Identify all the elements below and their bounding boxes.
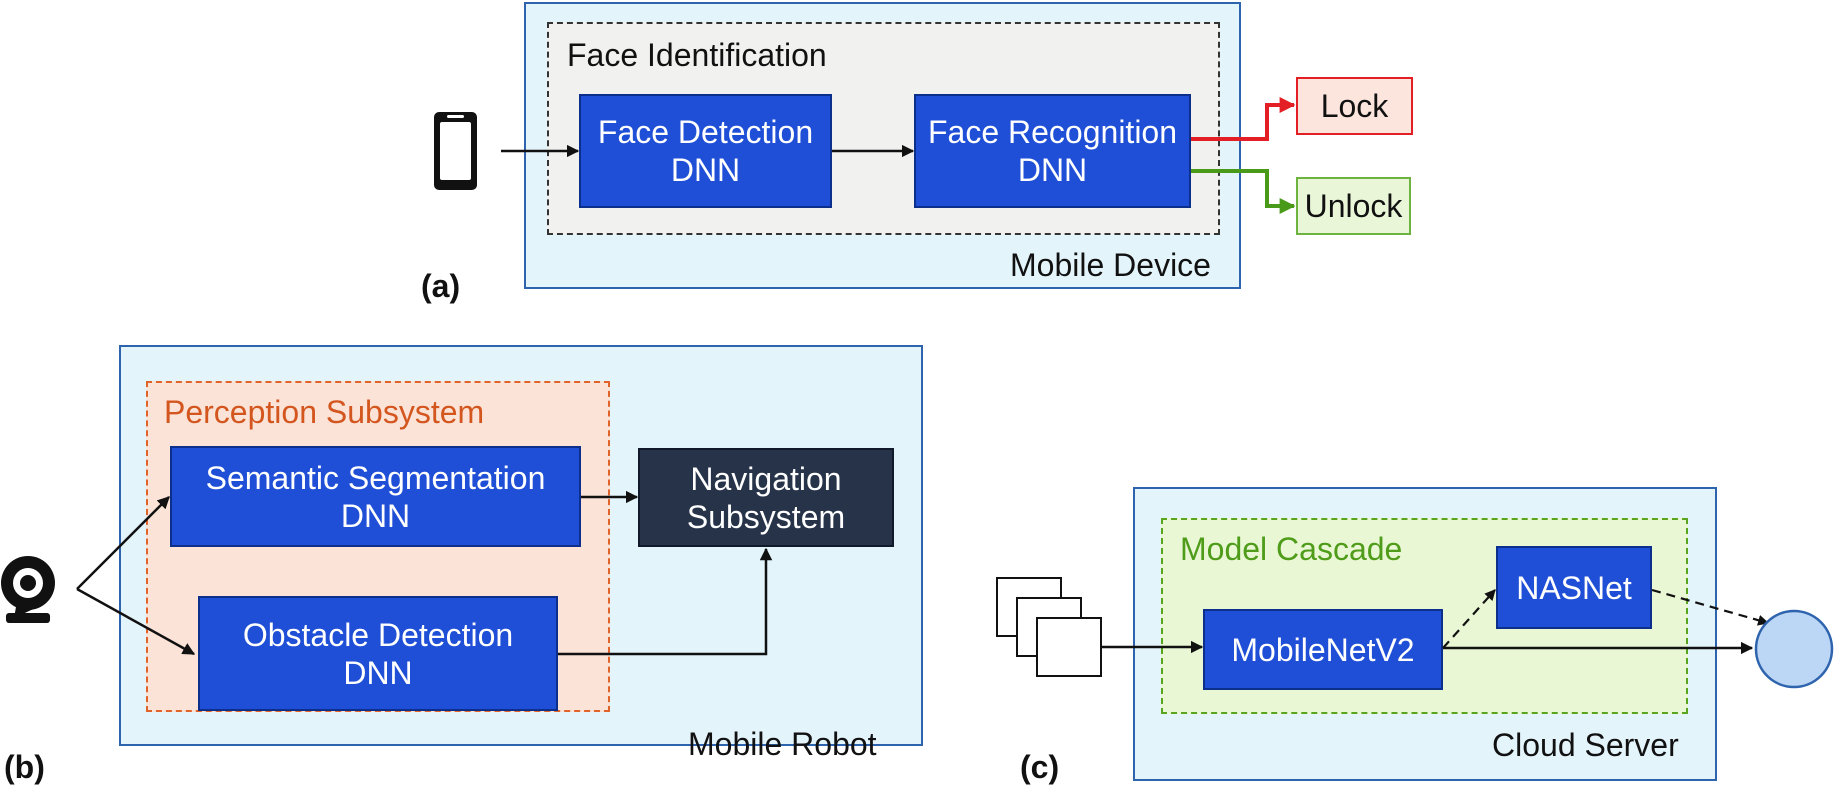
model-cascade-label: Model Cascade [1180, 531, 1403, 567]
mobile-robot-label: Mobile Robot [688, 726, 877, 762]
unlock-output-box: Unlock [1296, 177, 1411, 235]
webcam-to-segmentation-arrow [76, 496, 170, 590]
smartphone-icon [434, 112, 477, 190]
panel-b-caption: (b) [4, 749, 45, 785]
semantic-segmentation-dnn-box: Semantic Segmentation DNN [170, 446, 581, 547]
nasnet-to-output-dashed-arrow [1651, 588, 1770, 626]
face-detection-dnn-box: Face Detection DNN [579, 94, 832, 208]
face-recognition-dnn-box: Face Recognition DNN [914, 94, 1191, 208]
panel-a-caption: (a) [421, 268, 461, 304]
panel-c-caption: (c) [1020, 749, 1060, 785]
webcam-icon [1, 556, 55, 623]
mobile-device-label: Mobile Device [1010, 247, 1211, 283]
cloud-server-label: Cloud Server [1492, 727, 1679, 763]
lock-output-box: Lock [1296, 77, 1413, 135]
obstacle-to-navigation-arrow [558, 547, 773, 656]
recognition-to-lock-arrow [1191, 97, 1296, 141]
obstacle-detection-dnn-box: Obstacle Detection DNN [198, 596, 558, 711]
navigation-subsystem-box: Navigation Subsystem [638, 448, 894, 547]
nasnet-box: NASNet [1496, 546, 1652, 629]
webcam-to-obstacle-arrow [76, 587, 196, 656]
image-stack-icon [996, 577, 1102, 677]
mobilenetv2-box: MobileNetV2 [1203, 609, 1443, 690]
perception-subsystem-label: Perception Subsystem [164, 394, 485, 430]
output-circle-icon [1754, 609, 1834, 689]
face-identification-label: Face Identification [567, 37, 827, 73]
mobilenet-to-nasnet-dashed-arrow [1442, 589, 1496, 649]
recognition-to-unlock-arrow [1191, 169, 1296, 214]
